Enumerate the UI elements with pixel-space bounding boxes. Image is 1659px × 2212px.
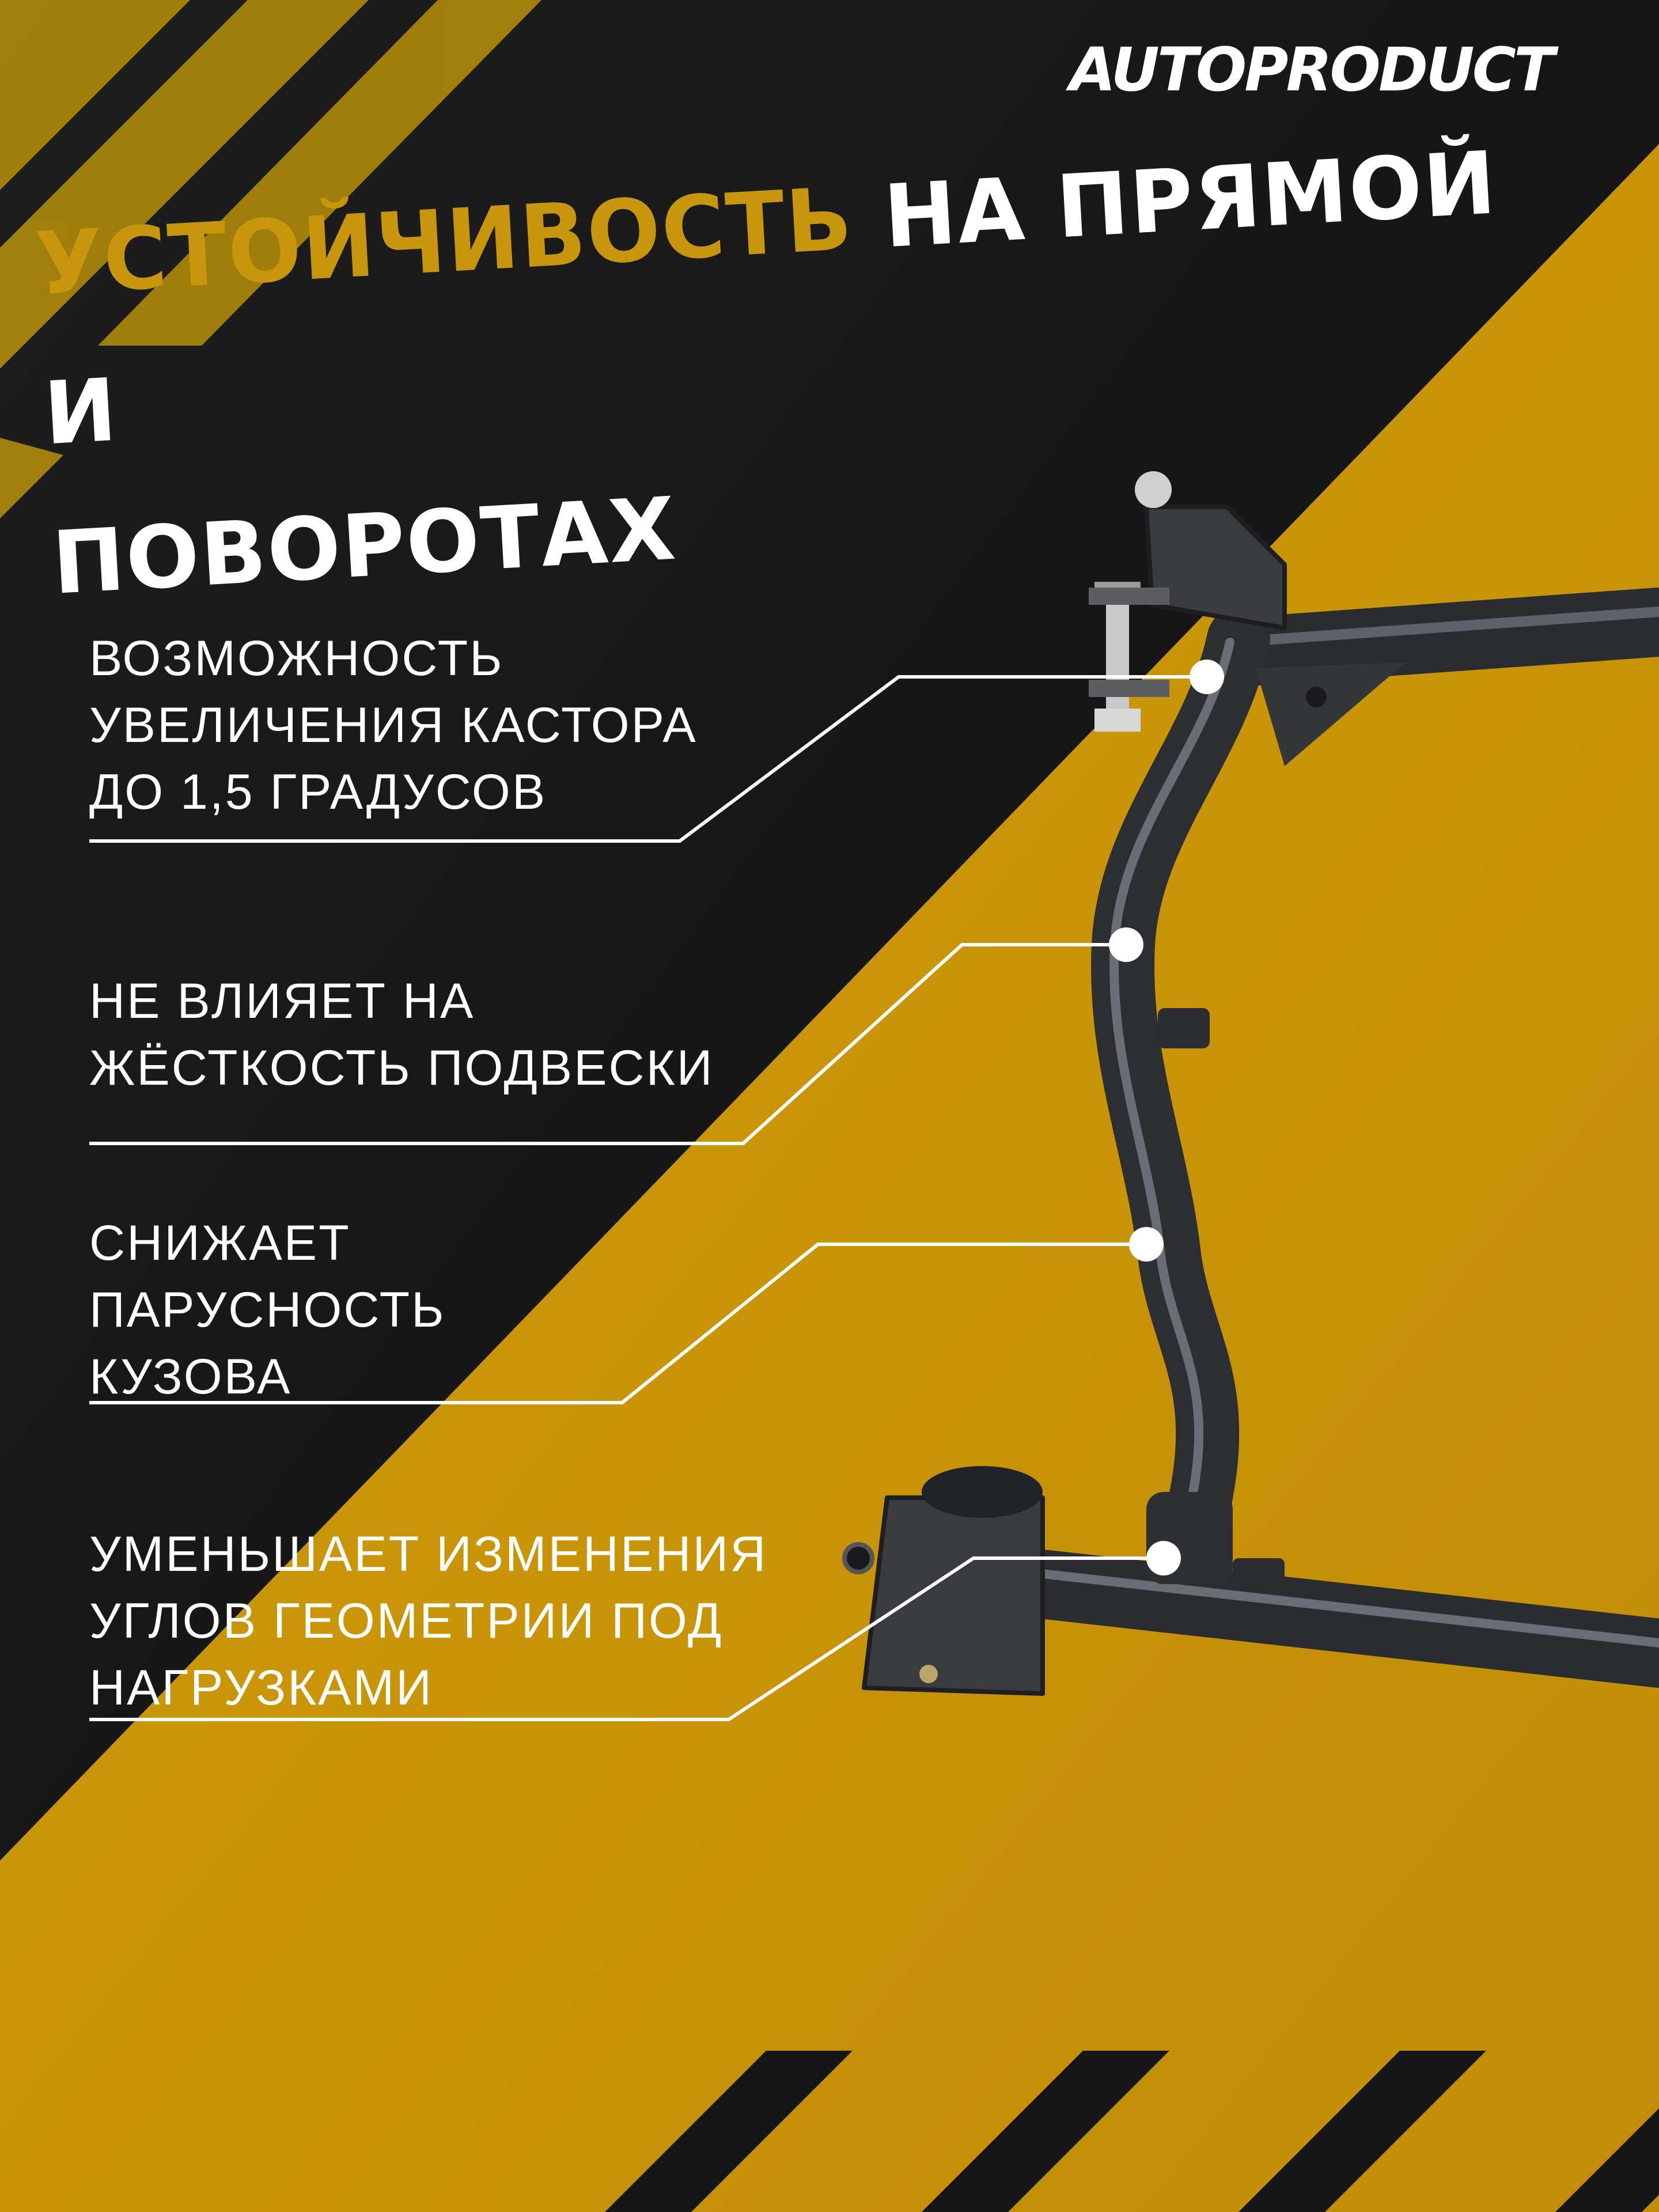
callout-line-4: [89, 1556, 1164, 1721]
feature-stiffness: НЕ ВЛИЯЕТ НА ЖЁСТКОСТЬ ПОДВЕСКИ: [89, 974, 714, 1096]
brand-logo: AUTOPRODUCT: [1069, 35, 1555, 105]
callout-line-2: [89, 943, 1126, 1145]
feature-caster: ВОЗМОЖНОСТЬ УВЕЛИЧЕНИЯ КАСТОРА ДО 1,5 ГР…: [89, 631, 698, 820]
feature-geometry: УМЕНЬШАЕТ ИЗМЕНЕНИЯ УГЛОВ ГЕОМЕТРИИ ПОД …: [89, 1527, 768, 1715]
callout-dot-2: [1109, 927, 1143, 962]
callout-dot-3: [1129, 1227, 1164, 1262]
hazard-stripes-bottom: [605, 2051, 1659, 2212]
callout-dot-1: [1190, 660, 1224, 694]
feature-windage: СНИЖАЕТ ПАРУСНОСТЬ КУЗОВА: [89, 1215, 446, 1404]
hazard-stripes-top: [0, 0, 541, 518]
callout-line-3: [89, 1243, 1146, 1404]
callout-line-1: [89, 675, 1207, 843]
subframe-stretcher-image: [842, 471, 1659, 1696]
callout-dot-4: [1146, 1541, 1181, 1575]
